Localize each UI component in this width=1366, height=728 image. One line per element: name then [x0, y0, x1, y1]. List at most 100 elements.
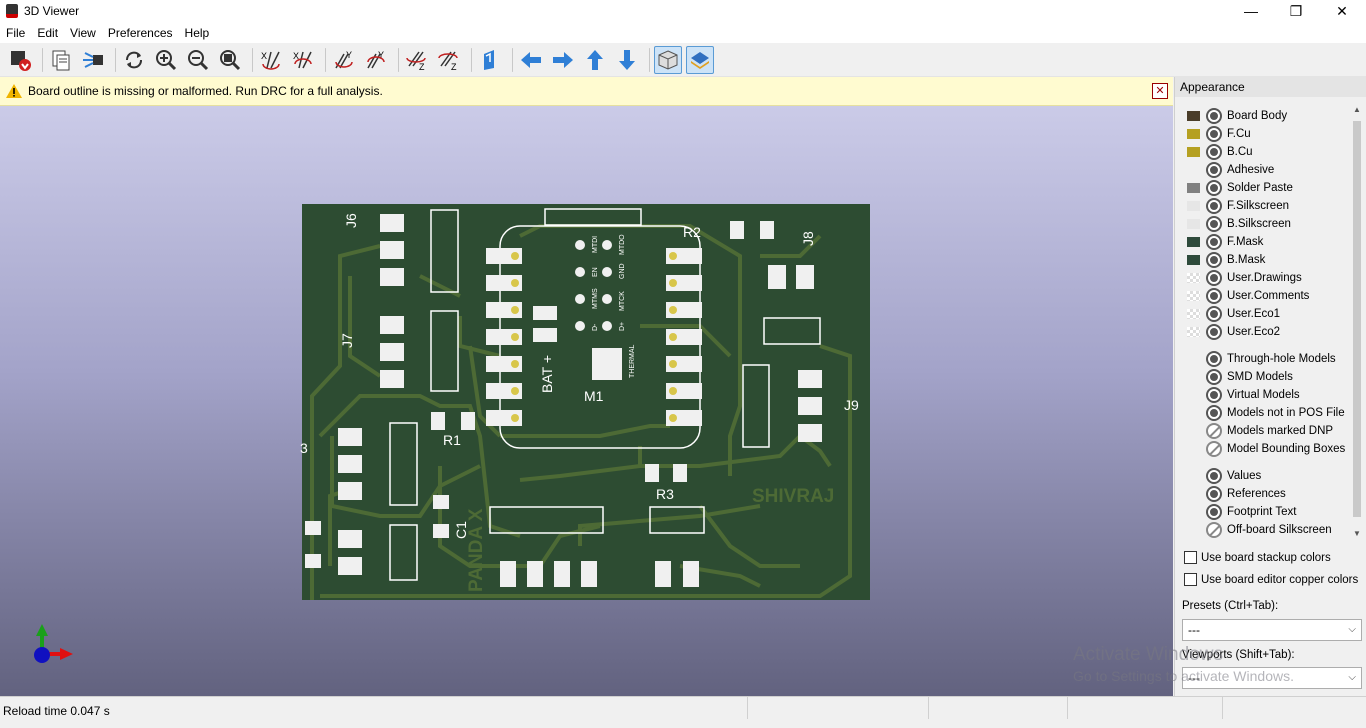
- menu-edit[interactable]: Edit: [37, 25, 59, 40]
- layer-b-mask[interactable]: B.Mask: [1187, 251, 1265, 269]
- rotate-y-cw-button[interactable]: Y: [330, 46, 358, 74]
- scroll-up-icon[interactable]: ▲: [1353, 105, 1361, 114]
- layer-f-silkscreen[interactable]: F.Silkscreen: [1187, 197, 1289, 215]
- eye-icon[interactable]: [1206, 369, 1222, 385]
- layer-f-cu[interactable]: F.Cu: [1187, 125, 1251, 143]
- flip-board-button[interactable]: [476, 46, 504, 74]
- layer-color-swatch[interactable]: [1187, 183, 1200, 193]
- eye-icon[interactable]: [1206, 270, 1222, 286]
- layer-user-eco2[interactable]: User.Eco2: [1187, 323, 1280, 341]
- eye-hidden-icon[interactable]: [1206, 423, 1222, 439]
- eye-icon[interactable]: [1206, 216, 1222, 232]
- move-down-button[interactable]: [613, 46, 641, 74]
- move-up-button[interactable]: [581, 46, 609, 74]
- copy-image-button[interactable]: [47, 46, 75, 74]
- layers-manager-toggle[interactable]: [686, 45, 714, 74]
- eye-icon[interactable]: [1206, 180, 1222, 196]
- zoom-in-button[interactable]: [152, 46, 180, 74]
- eye-icon[interactable]: [1206, 162, 1222, 178]
- eye-icon[interactable]: [1206, 252, 1222, 268]
- rotate-z-cw-button[interactable]: Z: [403, 46, 431, 74]
- layer-color-swatch[interactable]: [1187, 147, 1200, 157]
- scroll-down-icon[interactable]: ▼: [1353, 529, 1361, 538]
- toggle-through-hole-models[interactable]: Through-hole Models: [1206, 350, 1336, 368]
- raytracing-button[interactable]: [79, 46, 107, 74]
- appearance-scrollbar[interactable]: ▲ ▼: [1351, 105, 1363, 541]
- layer-color-swatch[interactable]: [1187, 237, 1200, 247]
- eye-icon[interactable]: [1206, 288, 1222, 304]
- use-stackup-colors-checkbox[interactable]: Use board stackup colors: [1184, 551, 1331, 564]
- layer-user-eco1[interactable]: User.Eco1: [1187, 305, 1280, 323]
- toggle-values[interactable]: Values: [1206, 467, 1261, 485]
- eye-icon[interactable]: [1206, 405, 1222, 421]
- 3d-viewport[interactable]: J6 J7 J8 J9 3 R1 R2 R3 C1 M1 BAT + MTDI …: [0, 106, 1173, 696]
- menu-file[interactable]: File: [6, 25, 26, 40]
- menu-help[interactable]: Help: [184, 25, 210, 40]
- layer-color-swatch[interactable]: [1187, 327, 1200, 337]
- layer-f-mask[interactable]: F.Mask: [1187, 233, 1263, 251]
- scrollbar-thumb[interactable]: [1353, 121, 1361, 517]
- zoom-out-button[interactable]: [184, 46, 212, 74]
- menu-view[interactable]: View: [70, 25, 96, 40]
- layer-b-silkscreen[interactable]: B.Silkscreen: [1187, 215, 1291, 233]
- layer-color-swatch[interactable]: [1187, 165, 1200, 175]
- toggle-references[interactable]: References: [1206, 485, 1286, 503]
- maximize-button[interactable]: ❐: [1289, 2, 1303, 19]
- rotate-x-ccw-button[interactable]: X: [289, 46, 317, 74]
- eye-icon[interactable]: [1206, 504, 1222, 520]
- eye-icon[interactable]: [1206, 108, 1222, 124]
- eye-icon[interactable]: [1206, 324, 1222, 340]
- eye-hidden-icon[interactable]: [1206, 441, 1222, 457]
- layer-user-drawings[interactable]: User.Drawings: [1187, 269, 1302, 287]
- eye-icon[interactable]: [1206, 486, 1222, 502]
- toggle-models-not-in-pos[interactable]: Models not in POS File: [1206, 404, 1345, 422]
- move-right-button[interactable]: [549, 46, 577, 74]
- refresh-button[interactable]: [120, 46, 148, 74]
- orthographic-toggle[interactable]: [654, 45, 682, 74]
- rotate-x-cw-button[interactable]: X: [257, 46, 285, 74]
- layer-b-cu[interactable]: B.Cu: [1187, 143, 1253, 161]
- eye-icon[interactable]: [1206, 144, 1222, 160]
- layer-solder-paste[interactable]: Solder Paste: [1187, 179, 1293, 197]
- layer-color-swatch[interactable]: [1187, 111, 1200, 121]
- eye-icon[interactable]: [1206, 468, 1222, 484]
- close-button[interactable]: ✕: [1336, 2, 1348, 19]
- menu-preferences[interactable]: Preferences: [107, 25, 173, 40]
- rotate-y-ccw-button[interactable]: Y: [362, 46, 390, 74]
- layer-color-swatch[interactable]: [1187, 219, 1200, 229]
- layer-user-comments[interactable]: User.Comments: [1187, 287, 1309, 305]
- axis-gizmo: [34, 624, 73, 663]
- minimize-button[interactable]: —: [1244, 3, 1258, 19]
- warning-close-button[interactable]: ✕: [1152, 83, 1168, 99]
- rotate-z-ccw-button[interactable]: Z: [435, 46, 463, 74]
- reload-board-button[interactable]: [6, 46, 34, 74]
- layer-color-swatch[interactable]: [1187, 255, 1200, 265]
- zoom-fit-button[interactable]: [216, 46, 244, 74]
- eye-icon[interactable]: [1206, 351, 1222, 367]
- move-left-button[interactable]: [517, 46, 545, 74]
- eye-icon[interactable]: [1206, 387, 1222, 403]
- toggle-models-dnp[interactable]: Models marked DNP: [1206, 422, 1333, 440]
- toggle-offboard-silkscreen[interactable]: Off-board Silkscreen: [1206, 521, 1332, 539]
- eye-icon[interactable]: [1206, 234, 1222, 250]
- layer-color-swatch[interactable]: [1187, 291, 1200, 301]
- eye-icon[interactable]: [1206, 198, 1222, 214]
- layer-board-body[interactable]: Board Body: [1187, 107, 1287, 125]
- layer-color-swatch[interactable]: [1187, 309, 1200, 319]
- use-editor-colors-checkbox[interactable]: Use board editor copper colors: [1184, 573, 1358, 586]
- checkbox[interactable]: [1184, 573, 1197, 586]
- eye-icon[interactable]: [1206, 126, 1222, 142]
- eye-hidden-icon[interactable]: [1206, 522, 1222, 538]
- eye-icon[interactable]: [1206, 306, 1222, 322]
- toggle-smd-models[interactable]: SMD Models: [1206, 368, 1293, 386]
- presets-select[interactable]: ---⌵: [1182, 619, 1362, 641]
- layer-color-swatch[interactable]: [1187, 129, 1200, 139]
- layer-color-swatch[interactable]: [1187, 201, 1200, 211]
- checkbox[interactable]: [1184, 551, 1197, 564]
- layer-color-swatch[interactable]: [1187, 273, 1200, 283]
- toggle-footprint-text[interactable]: Footprint Text: [1206, 503, 1296, 521]
- layer-adhesive[interactable]: Adhesive: [1187, 161, 1274, 179]
- toggle-virtual-models[interactable]: Virtual Models: [1206, 386, 1300, 404]
- viewports-select[interactable]: ---⌵: [1182, 667, 1362, 689]
- toggle-bounding-boxes[interactable]: Model Bounding Boxes: [1206, 440, 1345, 458]
